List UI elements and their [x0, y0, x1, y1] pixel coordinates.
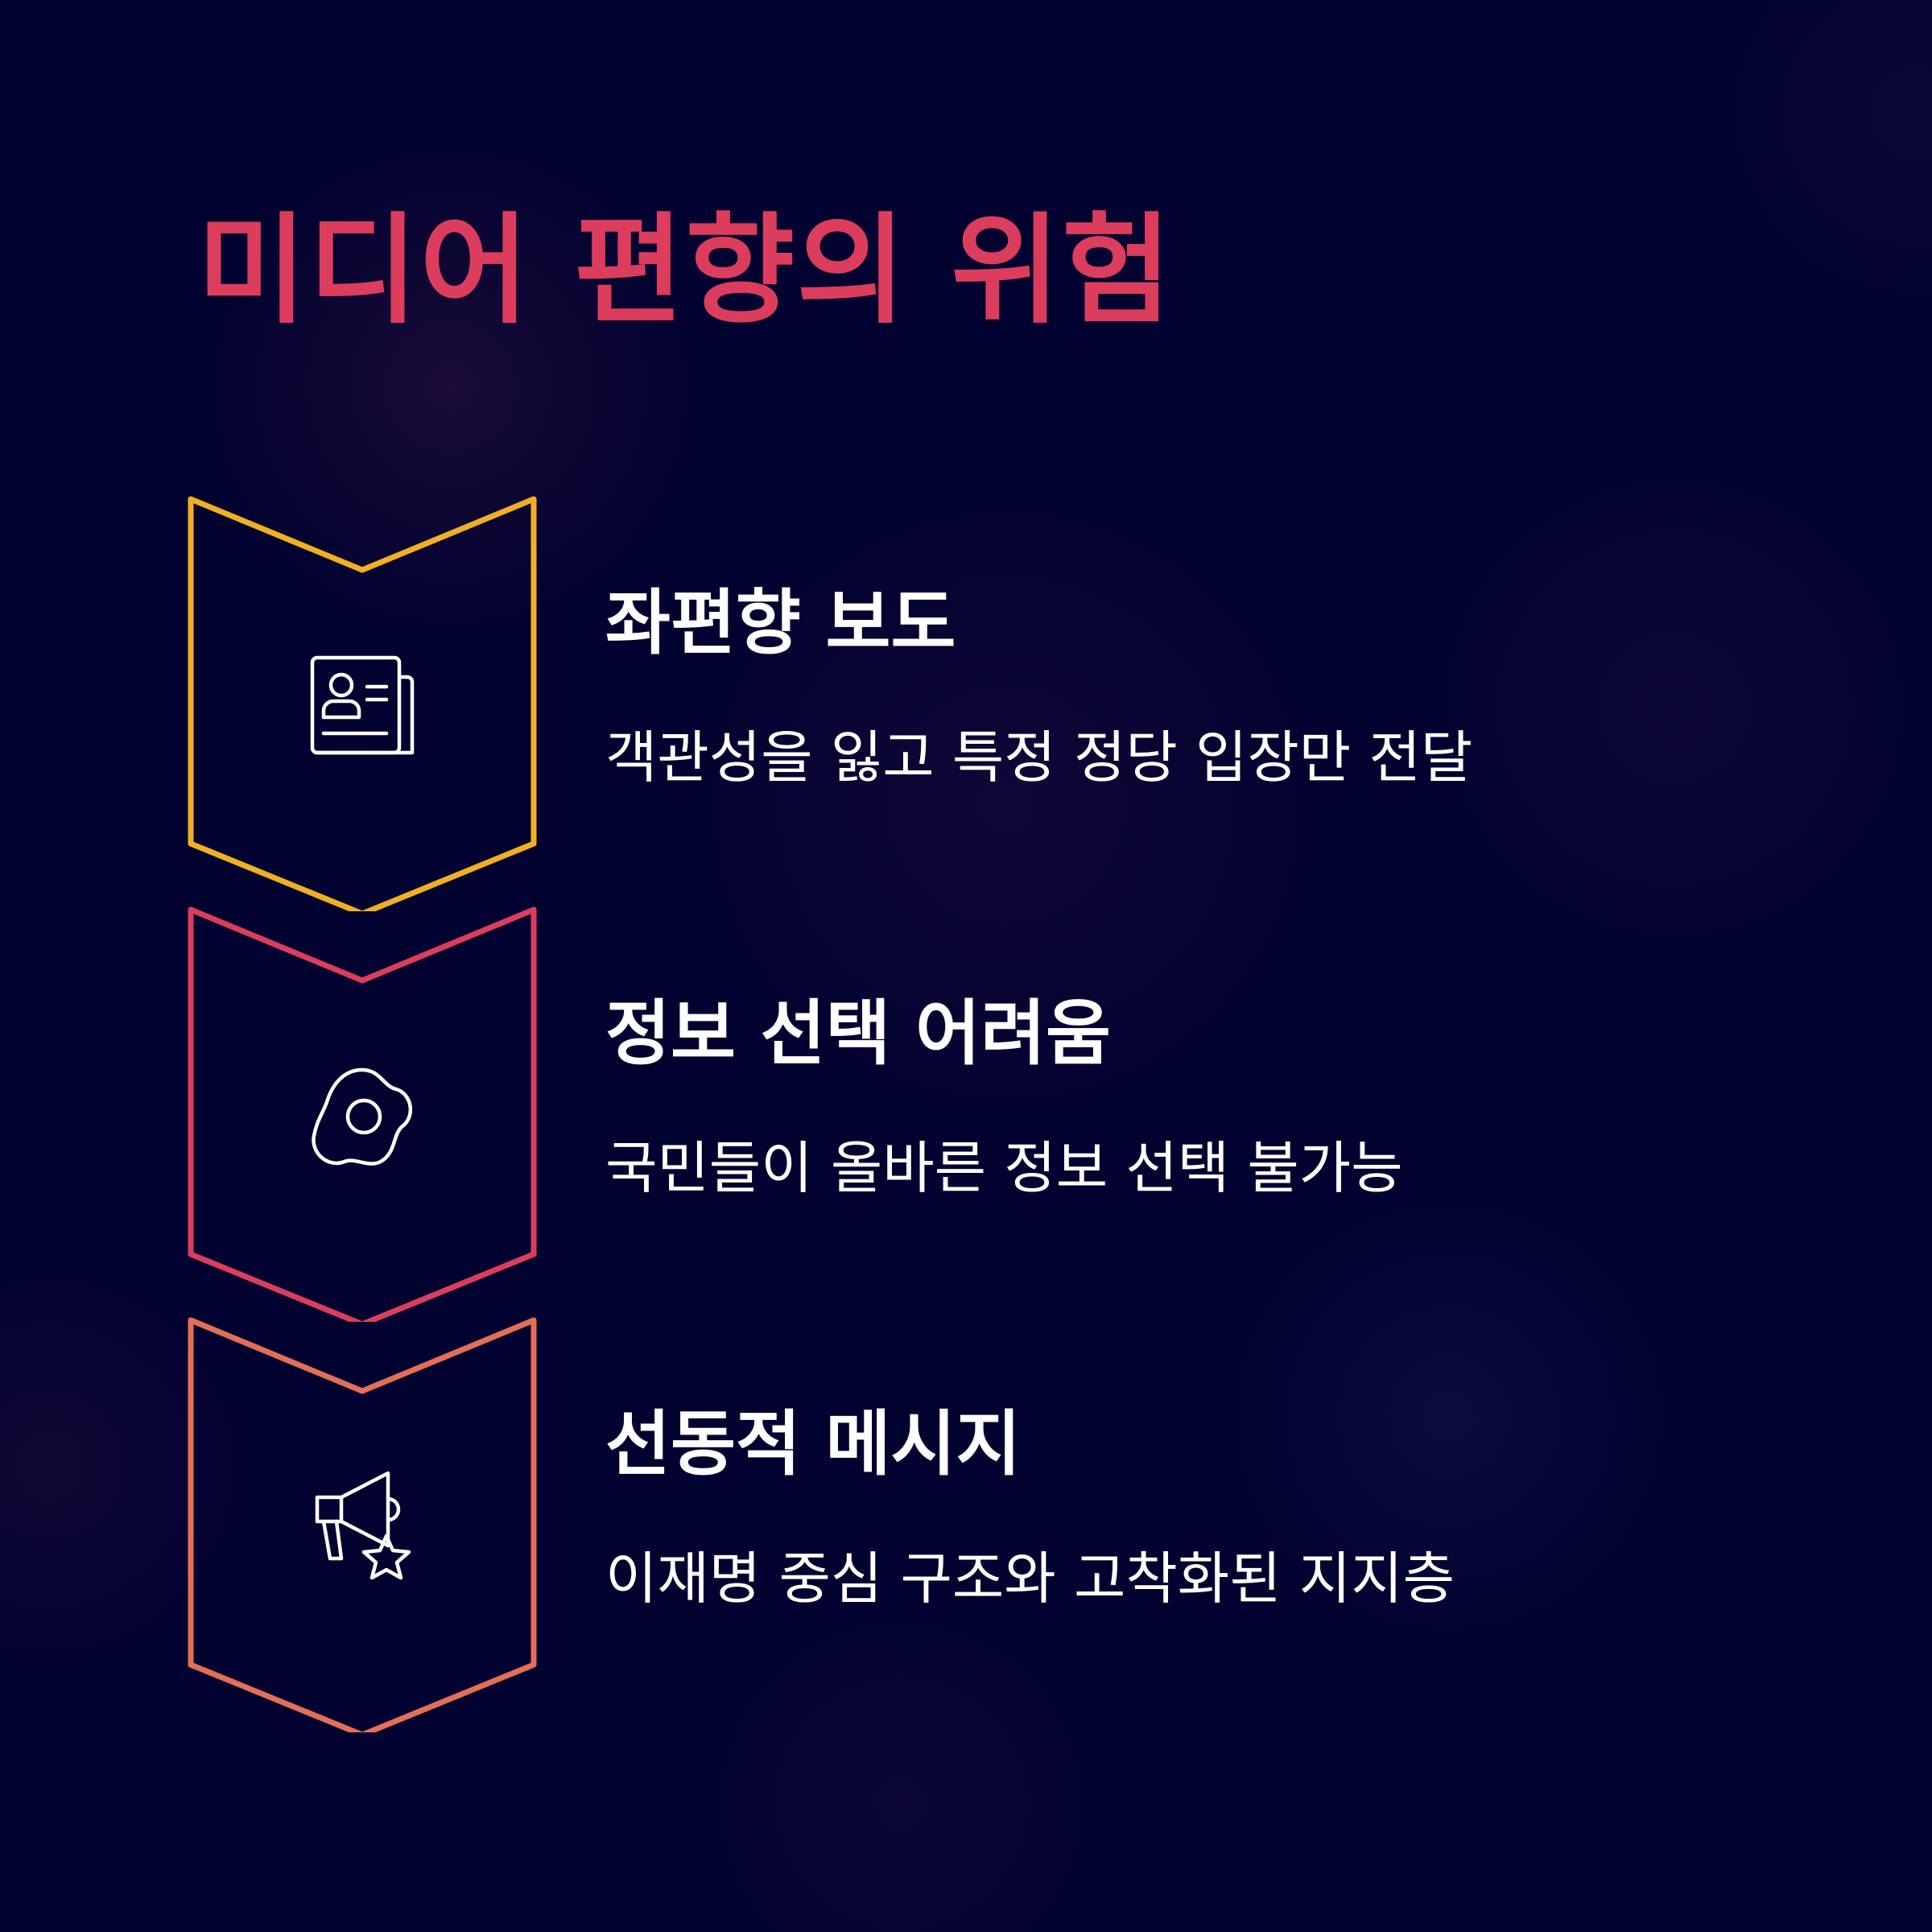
- step-2: 정보 선택 어려움 국민들이 올바른 정보 선택 불가능: [0, 903, 1932, 1322]
- step-3-chevron: [188, 1317, 537, 1732]
- step-2-description: 국민들이 올바른 정보 선택 불가능: [605, 1135, 1403, 1201]
- step-3-chevron-shape: [188, 1317, 537, 1732]
- step-1-chevron-shape: [188, 496, 537, 911]
- step-2-heading: 정보 선택 어려움: [605, 992, 1111, 1075]
- step-1-description: 객관성을 잃고 특정 정당 입장만 전달: [605, 724, 1473, 791]
- megaphone-star-icon: [306, 1468, 419, 1581]
- step-3-heading: 선동적 메시지: [605, 1402, 1022, 1485]
- newspaper-icon: [306, 650, 419, 762]
- step-1: 좌편향 보도 객관성을 잃고 특정 정당 입장만 전달: [0, 493, 1932, 911]
- page-title: 미디어 편향의 위험: [197, 201, 1174, 340]
- step-1-heading: 좌편향 보도: [605, 581, 956, 664]
- step-1-chevron: [188, 496, 537, 911]
- fried-egg-icon: [306, 1062, 419, 1174]
- step-2-chevron: [188, 906, 537, 1322]
- step-3: 선동적 메시지 이재명 중심 구조와 고착화된 지지층: [0, 1314, 1932, 1732]
- step-3-description: 이재명 중심 구조와 고착화된 지지층: [605, 1546, 1455, 1612]
- step-2-chevron-shape: [188, 906, 537, 1322]
